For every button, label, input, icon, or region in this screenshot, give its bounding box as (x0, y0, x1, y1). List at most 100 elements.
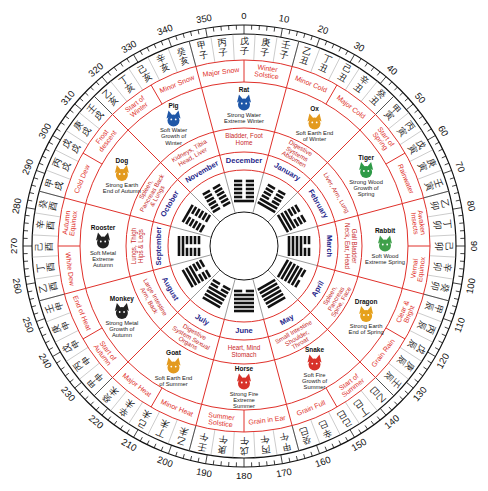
month-name: June (235, 327, 253, 335)
term-divider (326, 388, 337, 407)
yang-line (234, 200, 254, 203)
degree-number: 20 (316, 23, 329, 36)
degree-tick (454, 298, 458, 299)
degree-tick (439, 341, 443, 343)
cell-divider (254, 432, 255, 458)
degree-number: 280 (11, 197, 24, 214)
animal-icon (237, 95, 251, 111)
stem-branch-label: 丁未 (155, 417, 171, 439)
degree-tick (405, 98, 408, 101)
degree-tick (147, 441, 149, 445)
degree-tick (65, 373, 69, 376)
degree-tick (140, 437, 142, 441)
month-name: July (193, 312, 210, 326)
animal-eye (311, 121, 313, 123)
element-note: Strong Wood Growth of Spring (345, 179, 387, 197)
cell-divider (35, 275, 61, 279)
animal-eye (367, 170, 369, 172)
animal-eye (316, 121, 318, 123)
degree-tick (102, 408, 108, 415)
branch-divider (189, 426, 196, 451)
hexagram (277, 204, 307, 233)
element-note: Soft Metal Extreme Autumn (82, 249, 124, 267)
degree-tick (289, 458, 291, 462)
degree-tick (206, 28, 208, 37)
degree-tick (377, 72, 380, 76)
degree-tick (346, 437, 348, 441)
degree-number: 60 (436, 124, 450, 138)
degree-tick (289, 30, 291, 34)
animal-icon (167, 358, 181, 374)
solar-term: Major Cold (332, 91, 370, 122)
yang-line (267, 296, 286, 308)
cell-divider (189, 41, 196, 66)
degree-tick (456, 200, 460, 202)
degree-tick (198, 458, 200, 462)
stem-branch-label: 壬子 (279, 41, 292, 62)
body-part: Bladder, Foot Home (221, 133, 267, 146)
degree-tick (428, 361, 432, 363)
degree-tick (380, 77, 386, 84)
cell-divider (211, 37, 215, 63)
animal-eye (363, 170, 365, 172)
yin-line (234, 188, 242, 191)
branch-divider (189, 41, 196, 66)
degree-tick (26, 208, 35, 210)
stem-branch-label: 癸巳 (298, 424, 313, 446)
hexagram-divider (224, 279, 235, 320)
degree-tick (70, 110, 74, 113)
degree-number: 110 (453, 316, 468, 334)
body-part: Gall Bladder Neck, Ear, Head (343, 223, 356, 269)
cell-divider (430, 235, 456, 236)
degree-tick (108, 72, 111, 76)
yin-line (246, 196, 254, 199)
degree-tick (389, 407, 392, 410)
stem-branch-label: 癸丑 (367, 88, 387, 109)
degree-tick (281, 455, 283, 464)
degree-tick (274, 27, 276, 31)
degree-tick (26, 283, 35, 285)
solar-term: Grain in Ear (246, 413, 289, 426)
degree-tick (296, 32, 297, 36)
stem-branch-label: 丙子 (218, 38, 229, 59)
element-note: Soft Earth End of Summer (153, 375, 195, 387)
yin-line (308, 248, 311, 256)
degree-tick (140, 51, 142, 55)
degree-number: 250 (20, 316, 35, 334)
degree-tick (456, 291, 460, 293)
yin-line (246, 184, 254, 187)
solar-term: Start of Winter (116, 89, 158, 126)
yin-line (300, 269, 306, 277)
degree-number: 40 (385, 63, 400, 77)
degree-tick (325, 41, 327, 45)
degree-tick (350, 55, 355, 63)
degree-number: 190 (195, 466, 212, 479)
hexagram (202, 279, 231, 309)
animal-eye (119, 311, 121, 313)
cell-divider (35, 213, 61, 217)
degree-tick (304, 454, 305, 458)
stem-branch-label: 己亥 (136, 63, 154, 85)
yang-line (234, 302, 254, 305)
degree-tick (61, 122, 65, 125)
degree-tick (365, 425, 368, 429)
element-note: Soft Wood Extreme Spring (364, 252, 406, 264)
ring-circles (23, 25, 465, 467)
yin-line (300, 214, 306, 222)
term-divider (244, 410, 245, 432)
animal-icon (308, 355, 322, 371)
degree-tick (445, 163, 449, 165)
term-divider (244, 60, 245, 82)
degree-number: 220 (87, 413, 106, 431)
degree-tick (405, 391, 408, 394)
cell-divider (32, 256, 58, 257)
animal-eye (170, 366, 172, 368)
degree-tick (96, 407, 99, 410)
yang-line (288, 236, 291, 256)
animal-name: Tiger (358, 154, 374, 161)
hexagram-divider (277, 255, 318, 266)
degree-tick (49, 142, 53, 144)
degree-number: 260 (11, 277, 24, 294)
degree-tick (57, 361, 61, 363)
